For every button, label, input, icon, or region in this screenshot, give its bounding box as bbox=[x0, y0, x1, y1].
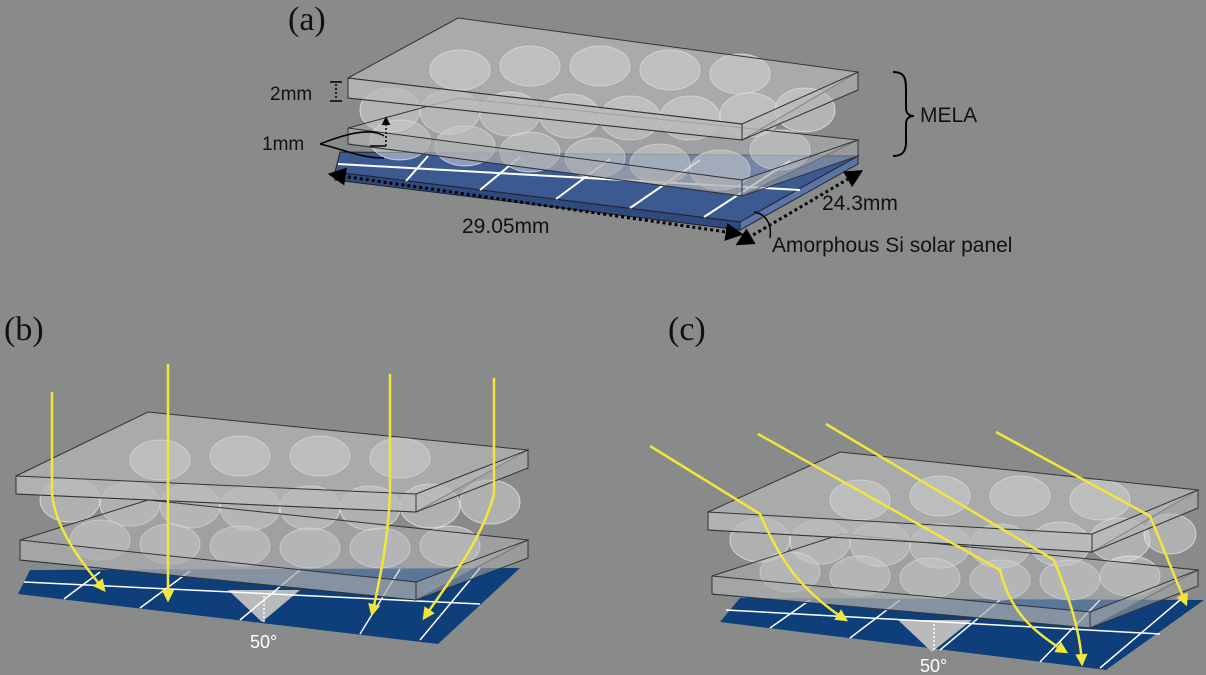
panel-b-label: (b) bbox=[4, 311, 44, 348]
diagram-a: (a) 2mm 1mm 29.05mm 24.3mm MELA Amorphou… bbox=[262, 1, 1012, 257]
panel-name-label: Amorphous Si solar panel bbox=[772, 234, 1012, 257]
diagram-b: (b) 50° bbox=[4, 311, 530, 652]
width-dimension-line bbox=[735, 170, 864, 246]
light-rays-c bbox=[649, 422, 1188, 667]
mela-brace bbox=[892, 71, 915, 157]
panel-c-label: (c) bbox=[668, 311, 706, 348]
panel-a-label: (a) bbox=[288, 1, 326, 38]
length-label: 29.05mm bbox=[462, 215, 550, 238]
gap-label: 1mm bbox=[262, 134, 304, 155]
mela-label: MELA bbox=[920, 104, 977, 127]
panel-pointer bbox=[753, 211, 772, 239]
light-rays-b bbox=[50, 364, 496, 621]
bottom-plate-b bbox=[19, 499, 530, 601]
angle-label-c: 50° bbox=[920, 656, 947, 675]
thickness-label: 2mm bbox=[270, 84, 312, 105]
gap-dimension bbox=[319, 116, 391, 159]
angle-label-b: 50° bbox=[250, 632, 277, 652]
top-plate-a bbox=[347, 17, 860, 141]
diagram-c: (c) 50° bbox=[649, 311, 1204, 675]
top-plate-c bbox=[707, 451, 1200, 553]
top-plate-b bbox=[15, 411, 530, 513]
thickness-dimension bbox=[330, 81, 342, 102]
width-label: 24.3mm bbox=[822, 192, 898, 215]
length-dimension-line bbox=[327, 167, 744, 241]
